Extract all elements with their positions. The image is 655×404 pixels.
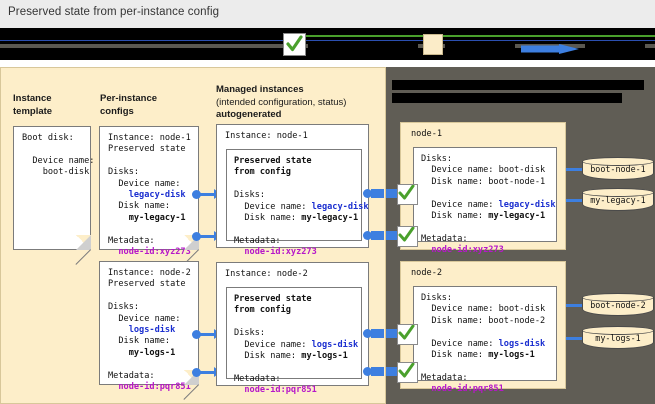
managed-instance-title-node-2: Instance: node-2 bbox=[225, 269, 308, 279]
managed-instance-card-node-1: Instance: node-1 Preserved state from co… bbox=[216, 124, 369, 257]
legend-cream-swatch-icon bbox=[423, 34, 443, 55]
connector-dot bbox=[363, 231, 372, 240]
connector-dot bbox=[192, 232, 201, 241]
disk-cylinder-my-logs-1: my-logs-1 bbox=[582, 326, 654, 351]
connector-dot bbox=[363, 189, 372, 198]
disk-cylinder-boot-node-2: boot-node-2 bbox=[582, 293, 654, 318]
legend-label-1-redacted bbox=[308, 44, 418, 53]
connector-dot bbox=[363, 367, 372, 376]
node-details-box-node-2: Disks: Device name: boot-disk Disk name:… bbox=[413, 286, 557, 394]
legend-hairline bbox=[0, 40, 655, 41]
heading-managed-line3: autogenerated bbox=[216, 109, 282, 120]
disk-label: boot-node-2 bbox=[590, 300, 646, 310]
preserved-state-box-node-1: Preserved state from config Disks: Devic… bbox=[226, 149, 369, 257]
legend-band bbox=[0, 28, 655, 60]
connector-square bbox=[386, 367, 399, 376]
managed-instance-title-node-1: Instance: node-1 bbox=[225, 131, 308, 141]
node-box-node-2: node-2 Disks: Device name: boot-disk Dis… bbox=[400, 261, 566, 394]
green-check-icon bbox=[397, 184, 418, 205]
heading-managed-line2: (intended configuration, status) bbox=[216, 96, 347, 108]
disk-cylinder-my-legacy-1: my-legacy-1 bbox=[582, 188, 654, 213]
connector-square bbox=[386, 189, 399, 198]
connector-square bbox=[371, 231, 384, 240]
connector-line bbox=[198, 333, 216, 336]
disk-connector-line bbox=[566, 168, 582, 171]
preserved-state-text-node-1: Preserved state from config Disks: Devic… bbox=[234, 156, 369, 258]
green-check-icon bbox=[397, 324, 418, 345]
per-instance-config-text-node-2: Instance: node-2 Preserved state Disks: … bbox=[108, 268, 191, 393]
legend-label-2-redacted bbox=[445, 44, 515, 53]
disk-label: my-legacy-1 bbox=[590, 195, 646, 205]
disk-connector-line bbox=[566, 304, 582, 307]
per-instance-config-text-node-1: Instance: node-1 Preserved state Disks: … bbox=[108, 133, 191, 258]
right-panel-heading-line2-redacted bbox=[392, 93, 622, 103]
connector-line bbox=[198, 235, 216, 238]
legend-label-3-redacted bbox=[585, 44, 645, 53]
green-check-icon bbox=[397, 362, 418, 383]
disk-connector-line bbox=[566, 337, 582, 340]
disk-connector-line bbox=[566, 199, 582, 202]
node-details-box-node-1: Disks: Device name: boot-disk Disk name:… bbox=[413, 147, 557, 255]
node-title-node-1: node-1 bbox=[411, 129, 443, 139]
managed-instance-card-node-2: Instance: node-2 Preserved state from co… bbox=[216, 262, 369, 395]
heading-instance-template: Instance template bbox=[13, 93, 53, 117]
legend-green-rule bbox=[290, 35, 655, 37]
connector-square bbox=[371, 329, 384, 338]
node-details-text-node-1: Disks: Device name: boot-disk Disk name:… bbox=[421, 154, 556, 256]
legend-blue-arrow-icon bbox=[521, 41, 581, 54]
per-instance-config-card-node-2: Instance: node-2 Preserved state Disks: … bbox=[99, 261, 199, 400]
legend-green-check-icon bbox=[283, 33, 306, 56]
disk-label: boot-node-1 bbox=[590, 164, 646, 174]
connector-square bbox=[386, 231, 399, 240]
disk-cylinder-boot-node-1: boot-node-1 bbox=[582, 157, 654, 182]
heading-managed-instances: Managed instances (intended configuratio… bbox=[216, 84, 386, 122]
connector-square bbox=[386, 329, 399, 338]
per-instance-config-card-node-1: Instance: node-1 Preserved state Disks: … bbox=[99, 126, 199, 265]
connector-square bbox=[371, 367, 384, 376]
instance-template-text: Boot disk: Device name: boot-disk bbox=[22, 133, 95, 178]
green-check-icon bbox=[397, 226, 418, 247]
connector-dot bbox=[363, 329, 372, 338]
heading-per-instance-configs: Per-instance configs bbox=[100, 93, 158, 117]
heading-managed-line1: Managed instances bbox=[216, 84, 304, 95]
connector-dot bbox=[192, 190, 201, 199]
card-dogear bbox=[75, 235, 91, 265]
connector-square bbox=[371, 189, 384, 198]
connector-dot bbox=[192, 330, 201, 339]
preserved-state-text-node-2: Preserved state from config Disks: Devic… bbox=[234, 294, 359, 396]
disk-label: my-logs-1 bbox=[595, 333, 641, 343]
instance-template-card: Boot disk: Device name: boot-disk bbox=[13, 126, 95, 265]
preserved-state-box-node-2: Preserved state from config Disks: Devic… bbox=[226, 287, 362, 395]
node-box-node-1: node-1 Disks: Device name: boot-disk Dis… bbox=[400, 122, 566, 255]
page-title: Preserved state from per-instance config bbox=[8, 6, 220, 18]
node-title-node-2: node-2 bbox=[411, 268, 443, 278]
node-details-text-node-2: Disks: Device name: boot-disk Disk name:… bbox=[421, 293, 546, 395]
title-bar: Preserved state from per-instance config bbox=[0, 0, 655, 28]
connector-dot bbox=[192, 368, 201, 377]
right-panel-heading-line1-redacted bbox=[392, 80, 644, 90]
connector-line bbox=[198, 371, 216, 374]
connector-line bbox=[198, 193, 216, 196]
